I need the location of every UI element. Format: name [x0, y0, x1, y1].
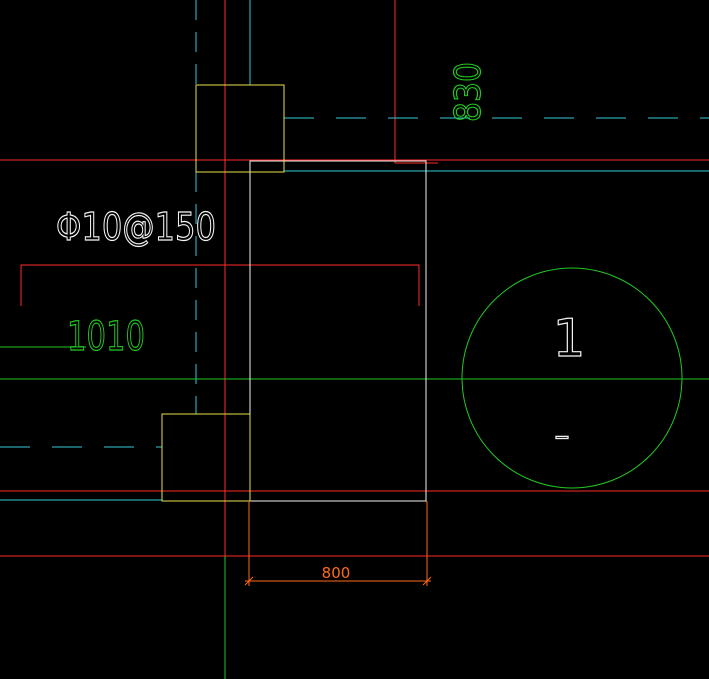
dim-tick-left: [244, 576, 254, 586]
column-box-lower[interactable]: [161, 413, 251, 502]
width-dimension-label: 800: [322, 564, 351, 582]
green-lines: [0, 267, 709, 679]
red-upper-wall-outline: [394, 0, 438, 164]
rebar-spec-label: Φ10@150: [56, 205, 216, 249]
section-number-bottom: –: [555, 419, 570, 454]
horizontal-dimension-label: 1010: [67, 314, 145, 360]
vertical-dimension-label: 830: [448, 62, 489, 122]
section-symbol-circle[interactable]: [461, 267, 683, 489]
dim-tick-right: [422, 576, 432, 586]
red-dimension-bracket: [20, 264, 420, 306]
section-number-top: 1: [552, 309, 585, 369]
slab-outline[interactable]: [249, 160, 427, 502]
column-box-upper[interactable]: [195, 84, 285, 173]
column-boxes: [161, 84, 285, 502]
width-dimension: [244, 501, 432, 586]
